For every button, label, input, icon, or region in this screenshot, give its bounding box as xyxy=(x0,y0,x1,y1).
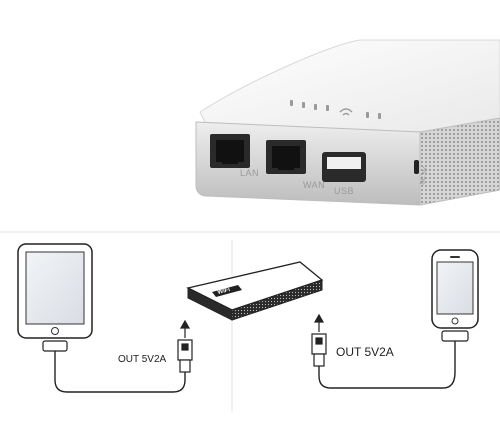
router-small-brand xyxy=(212,285,242,297)
lan-label: LAN xyxy=(240,168,259,178)
lan-port xyxy=(210,134,250,168)
router-small: WiFi xyxy=(186,261,324,321)
left-arrow-icon xyxy=(179,319,191,338)
router-front-panel xyxy=(195,121,421,206)
wifi-icon xyxy=(339,108,353,116)
left-cable xyxy=(54,351,186,393)
tablet-screen xyxy=(25,251,85,325)
wan-port xyxy=(266,140,306,174)
right-output-label: OUT 5V2A xyxy=(336,345,394,359)
left-usb-plug xyxy=(177,339,193,373)
usb-port xyxy=(322,152,366,182)
tablet-dock-connector xyxy=(42,340,68,352)
phone-screen xyxy=(436,261,474,315)
usb-label: USB xyxy=(334,186,354,196)
router-small-brand-text: WiFi xyxy=(217,287,231,296)
side-label: DC 5V xyxy=(420,167,429,185)
phone-speaker xyxy=(450,256,460,258)
right-cable xyxy=(318,341,456,389)
wan-label: WAN xyxy=(303,180,325,190)
phone-dock-connector xyxy=(441,330,469,342)
status-indicators xyxy=(290,100,381,119)
right-usb-plug xyxy=(311,333,327,367)
phone-device xyxy=(431,249,479,342)
router-small-side xyxy=(231,279,323,321)
dc-port xyxy=(414,160,419,174)
right-arrow-icon xyxy=(313,313,325,332)
router-top-surface xyxy=(199,39,500,133)
router-side-panel xyxy=(419,117,500,206)
tablet-home-button xyxy=(51,327,59,335)
left-output-label: OUT 5V2A xyxy=(118,354,166,365)
router-large: DC 5V LAN WAN USB xyxy=(195,39,500,206)
divider-lines xyxy=(0,231,500,412)
phone-home-button xyxy=(451,317,459,325)
tablet-device xyxy=(17,243,93,352)
